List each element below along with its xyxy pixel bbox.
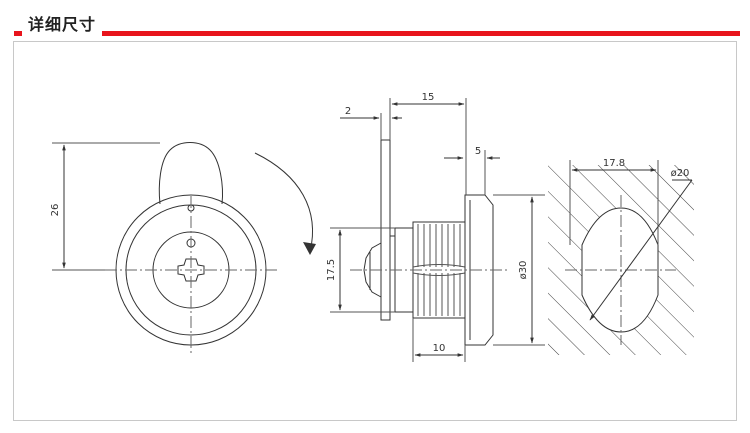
- mounting-plate: [380, 139, 391, 321]
- header-accent-bar: [14, 31, 740, 36]
- cam-tab: [158, 142, 223, 205]
- dim-overall-length: 15: [422, 92, 435, 103]
- dim-diameter: ø30: [518, 261, 529, 280]
- dim-plate-thickness: 2: [345, 106, 351, 117]
- page-title: 详细尺寸: [22, 14, 103, 36]
- dim-thread-length: 10: [433, 343, 446, 354]
- dim-height: 26: [50, 204, 61, 217]
- front-view: [52, 142, 277, 355]
- rotation-arrowhead: [303, 242, 316, 255]
- cross-keyway-icon: [177, 258, 205, 282]
- page-header: 详细尺寸: [0, 0, 750, 48]
- side-view: [330, 98, 545, 362]
- key-head: [363, 242, 382, 298]
- dim-cutout-diameter: ø20: [671, 168, 690, 179]
- cutout-view: [548, 160, 694, 355]
- dim-flange: 5: [475, 146, 481, 157]
- rotation-arrow: [254, 152, 314, 253]
- drawing-frame: [13, 41, 737, 421]
- dim-body-height: 17.5: [326, 259, 337, 281]
- thread-lines: [412, 224, 466, 316]
- dim-cutout-width: 17.8: [603, 158, 625, 169]
